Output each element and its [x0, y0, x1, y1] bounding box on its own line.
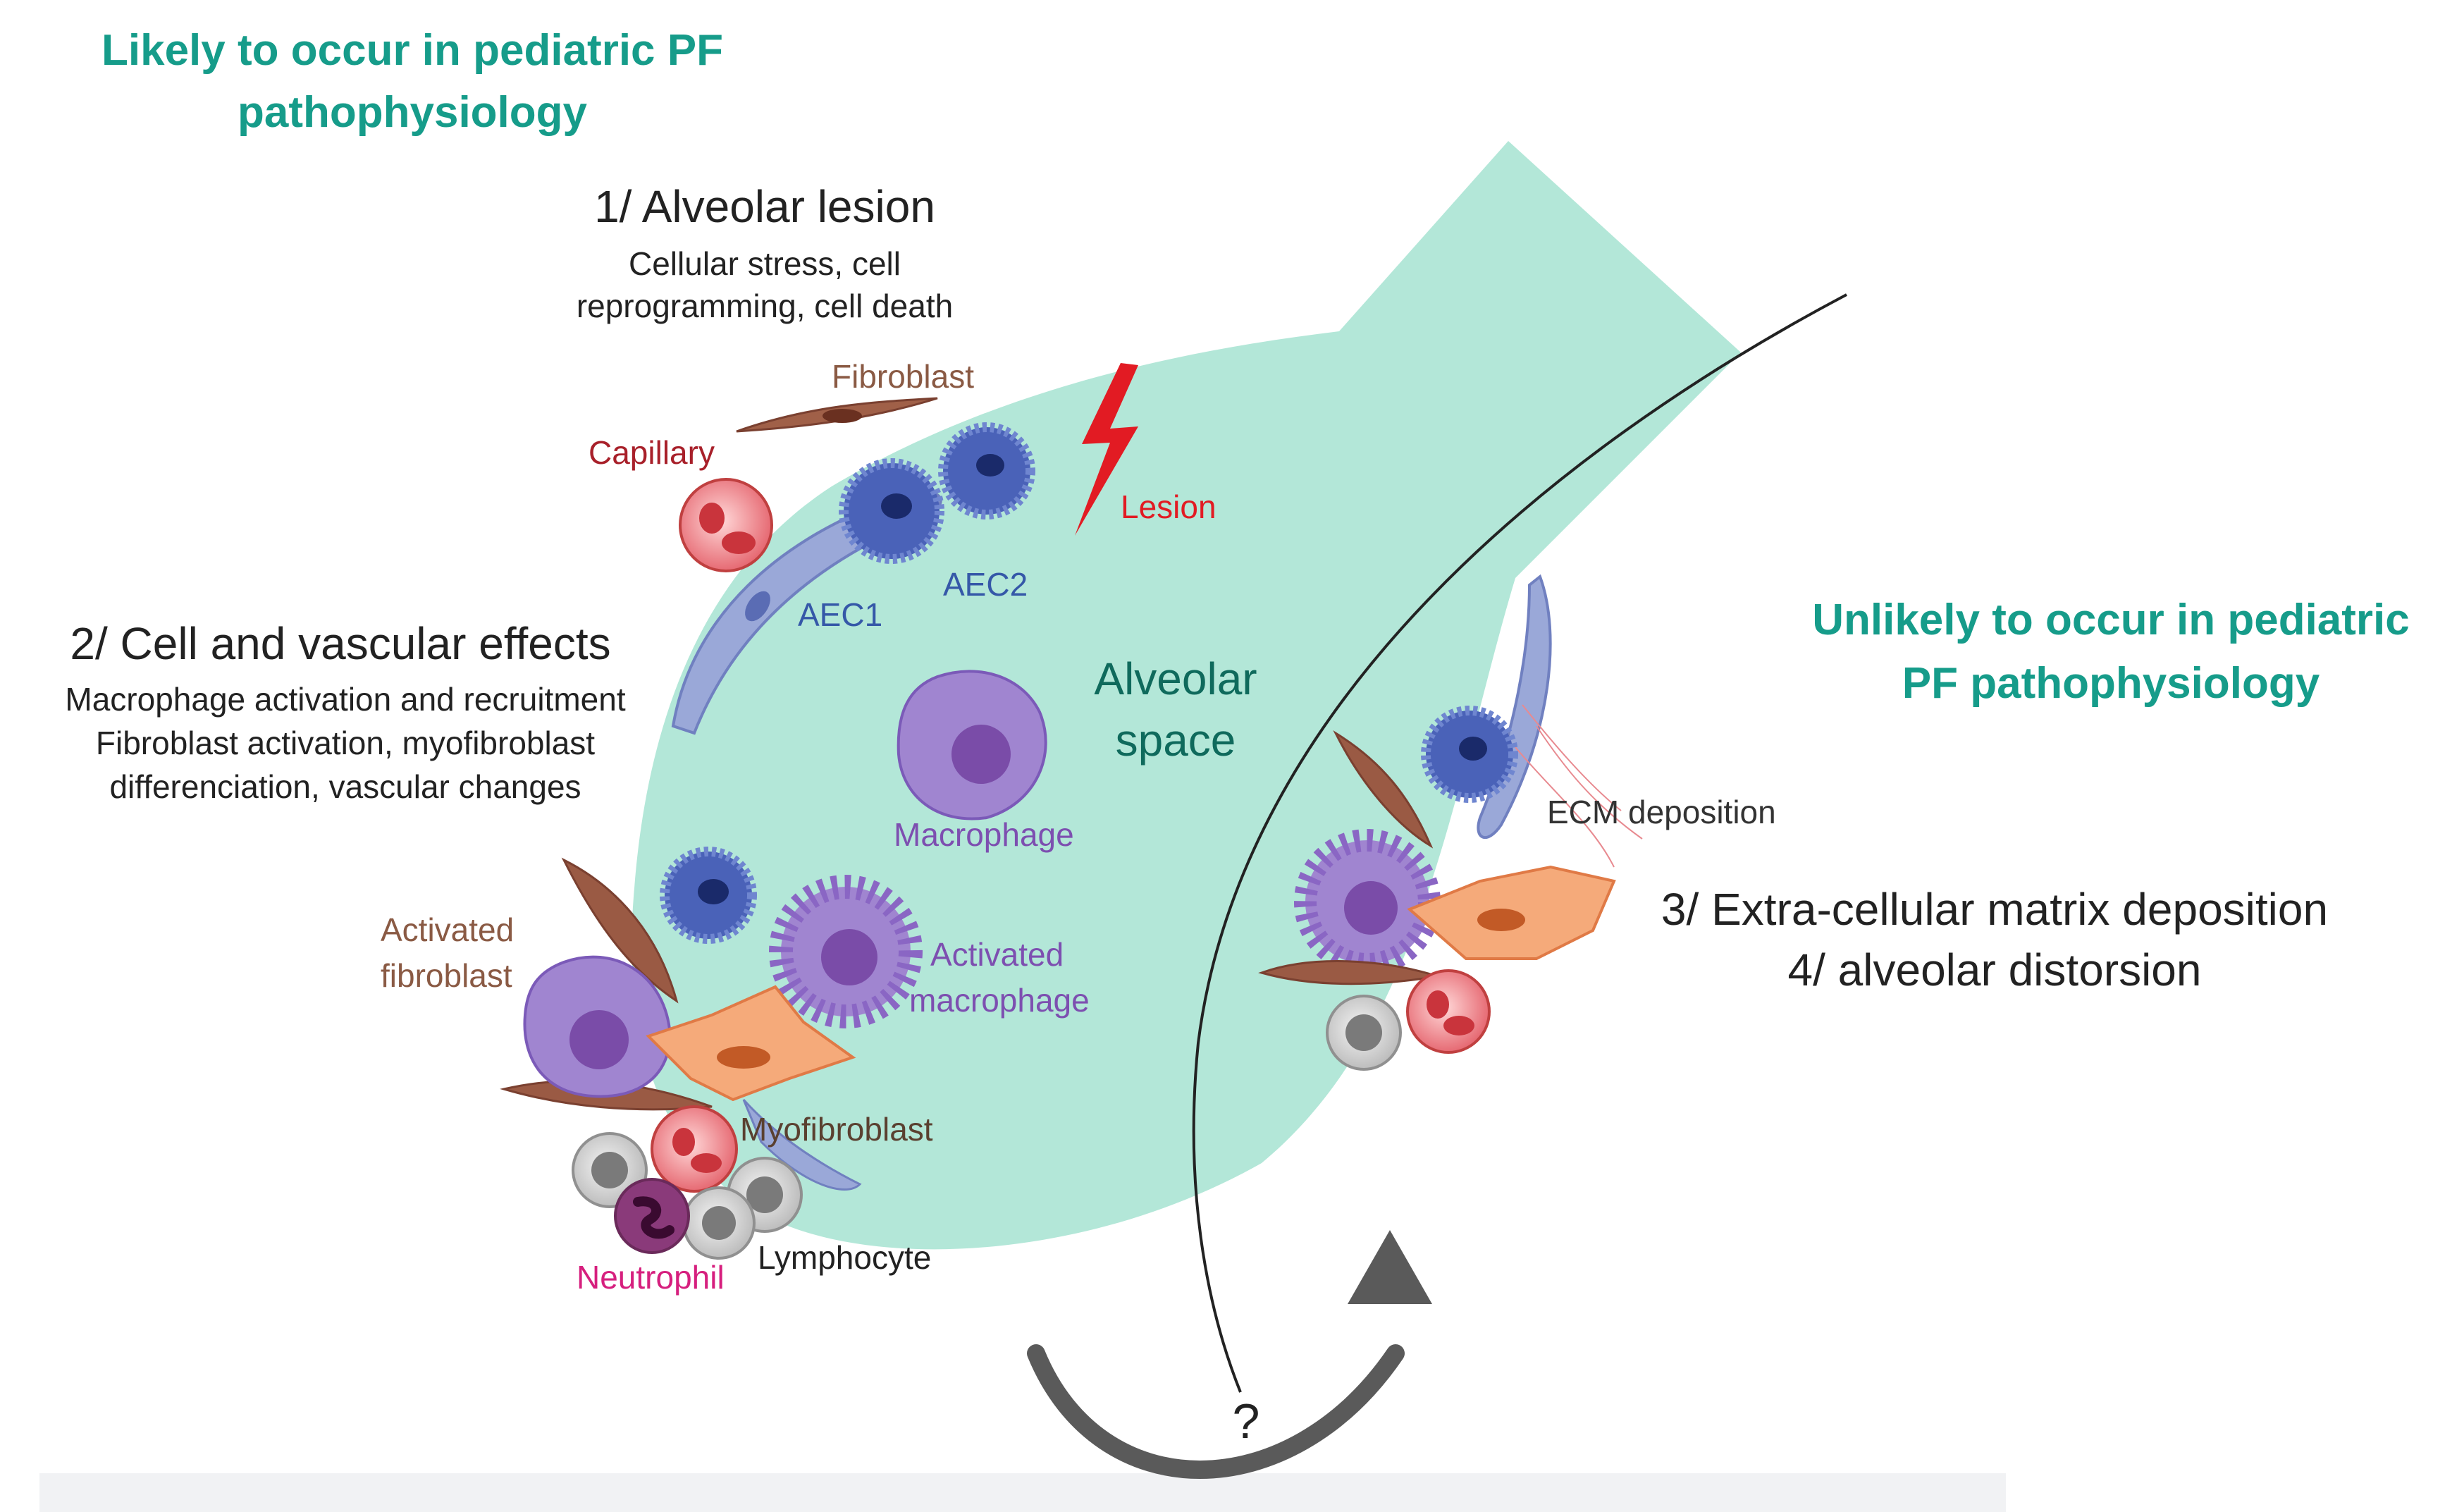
step2-desc-line3: differenciation, vascular changes	[109, 768, 581, 805]
neutrophil-nucleus-icon	[633, 1196, 674, 1239]
aec2-nucleus-icon	[881, 493, 912, 519]
progression-curve	[1192, 293, 1847, 1393]
step4-title: 4/ alveolar distorsion	[1788, 945, 2202, 995]
macrophage-nucleus-icon	[951, 725, 1011, 784]
aec1-cell-icon	[1477, 574, 1552, 840]
myofibroblast-nucleus-icon	[1477, 909, 1525, 931]
rbc-spot-icon	[699, 503, 725, 534]
rbc-spot-icon	[1443, 1016, 1474, 1035]
label-activated-fibroblast-line2: fibroblast	[381, 957, 512, 994]
lightning-bolt-icon	[1075, 363, 1138, 536]
rbc-cell-icon	[1406, 969, 1491, 1054]
label-aec2: AEC2	[943, 566, 1028, 603]
bottom-band	[39, 1473, 2006, 1512]
myofibroblast-nucleus-icon	[717, 1046, 770, 1069]
aec2-nucleus-icon	[1459, 737, 1487, 761]
label-activated-macrophage-line2: macrophage	[909, 982, 1090, 1019]
label-aec1: AEC1	[798, 596, 882, 633]
macrophage-nucleus-icon	[569, 1010, 629, 1069]
myofibroblast-cell-icon	[646, 985, 856, 1102]
curved-arrow	[1027, 1344, 1405, 1479]
aec2-nucleus-icon	[698, 879, 729, 904]
fibroblast-cell-icon	[1333, 730, 1434, 849]
fibroblast-nucleus-icon	[823, 409, 862, 423]
aec1-cell-icon	[742, 1098, 862, 1191]
lymphocyte-nucleus-icon	[1345, 1014, 1382, 1051]
likely-header-line2: pathophysiology	[238, 88, 588, 137]
rbc-spot-icon	[691, 1153, 722, 1173]
arrow-head	[1348, 1230, 1432, 1304]
rbc-cell-icon	[651, 1105, 738, 1193]
aec1-nucleus-icon	[745, 591, 770, 622]
activated-macrophage-nucleus-icon	[821, 929, 877, 985]
step2-desc-line2: Fibroblast activation, myofibroblast	[96, 725, 595, 761]
label-myofibroblast: Myofibroblast	[740, 1111, 933, 1148]
label-activated-macrophage-line1: Activated	[930, 936, 1064, 973]
label-fibroblast: Fibroblast	[832, 358, 974, 395]
step2-title: 2/ Cell and vascular effects	[70, 618, 610, 669]
unlikely-header-line1: Unlikely to occur in pediatric	[1812, 596, 2410, 644]
step1-desc-line1: Cellular stress, cell	[629, 245, 901, 282]
step2-desc-line1: Macrophage activation and recruitment	[65, 681, 625, 718]
rbc-spot-icon	[672, 1128, 695, 1156]
likely-header-line1: Likely to occur in pediatric PF	[101, 26, 723, 75]
lymphocyte-nucleus-icon	[746, 1176, 783, 1213]
step1-desc-line2: reprogramming, cell death	[577, 288, 953, 324]
label-alveolar-space-line1: Alveolar	[1094, 653, 1257, 704]
lymphocyte-nucleus-icon	[591, 1152, 628, 1188]
step1-title: 1/ Alveolar lesion	[594, 181, 935, 232]
activated-macrophage-nucleus-icon	[1344, 881, 1398, 935]
lymphocyte-nucleus-icon	[702, 1206, 736, 1240]
alveolus-shape	[632, 141, 1741, 1250]
label-macrophage: Macrophage	[894, 816, 1074, 853]
label-neutrophil: Neutrophil	[577, 1259, 725, 1296]
label-lesion: Lesion	[1121, 488, 1216, 525]
label-ecm-deposition: ECM deposition	[1547, 794, 1776, 830]
label-lymphocyte: Lymphocyte	[758, 1239, 931, 1276]
step3-title: 3/ Extra-cellular matrix deposition	[1661, 884, 2328, 935]
aec2-nucleus-icon	[976, 454, 1004, 477]
unlikely-header-line2: PF pathophysiology	[1902, 659, 2320, 708]
label-activated-fibroblast-line1: Activated	[381, 911, 514, 948]
ecm-fibers-icon	[1515, 704, 1643, 868]
label-alveolar-space-line2: space	[1116, 715, 1236, 766]
label-question-mark: ?	[1233, 1394, 1260, 1449]
label-capillary: Capillary	[589, 434, 715, 471]
activated-fibroblast-cell-icon	[561, 857, 679, 1004]
capillary-rbc-icon	[679, 478, 773, 572]
rbc-spot-icon	[722, 531, 756, 554]
rbc-spot-icon	[1427, 990, 1449, 1019]
